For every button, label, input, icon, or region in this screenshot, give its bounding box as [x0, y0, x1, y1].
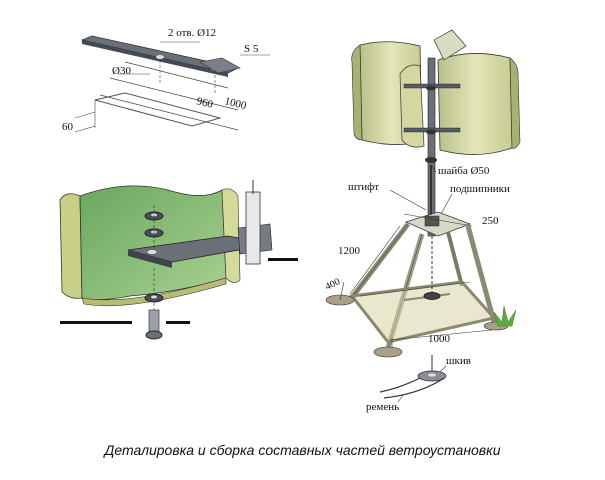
length-inner-label: 960	[195, 95, 214, 111]
thickness-label: S 5	[244, 43, 259, 55]
belt-label: ремень	[366, 401, 399, 413]
bolt-icon	[148, 309, 160, 335]
shaft-segment	[245, 191, 261, 265]
tower-base-frame	[349, 280, 497, 344]
bar-detail-drawing: 2 отв. Ø12 S 5 Ø30 960 1000 60	[62, 27, 270, 133]
holes-label: 2 отв. Ø12	[168, 27, 216, 39]
tower-leg	[446, 231, 464, 287]
figure-caption: Деталировка и сборка составных частей ве…	[104, 442, 501, 458]
grass-icon	[493, 305, 517, 327]
tower-leg	[465, 225, 497, 323]
blade-attachment-detail	[59, 180, 298, 340]
diameter-label: Ø30	[112, 65, 131, 77]
bearings-label: подшипники	[450, 183, 510, 195]
plate-outline	[94, 92, 222, 127]
belt-icon	[379, 377, 421, 393]
rotor-blade-front	[399, 64, 425, 148]
foot-pad	[373, 346, 403, 358]
pin-label: штифт	[348, 181, 379, 193]
washer-label: шайба Ø50	[438, 165, 490, 177]
length-outer-label: 1000	[223, 95, 248, 112]
dim-1000-label: 1000	[428, 333, 451, 345]
turbine-assembly: шайба Ø50 штифт подшипники	[324, 29, 521, 413]
dim-400-label: 400	[324, 276, 342, 292]
dim-1200-label: 1200	[338, 245, 361, 257]
rotor-blade-right	[437, 53, 513, 155]
width-label: 60	[62, 121, 74, 133]
blade-outer-wall	[59, 193, 83, 299]
dim-250-label: 250	[482, 215, 499, 227]
pulley-label: шкив	[446, 355, 471, 367]
